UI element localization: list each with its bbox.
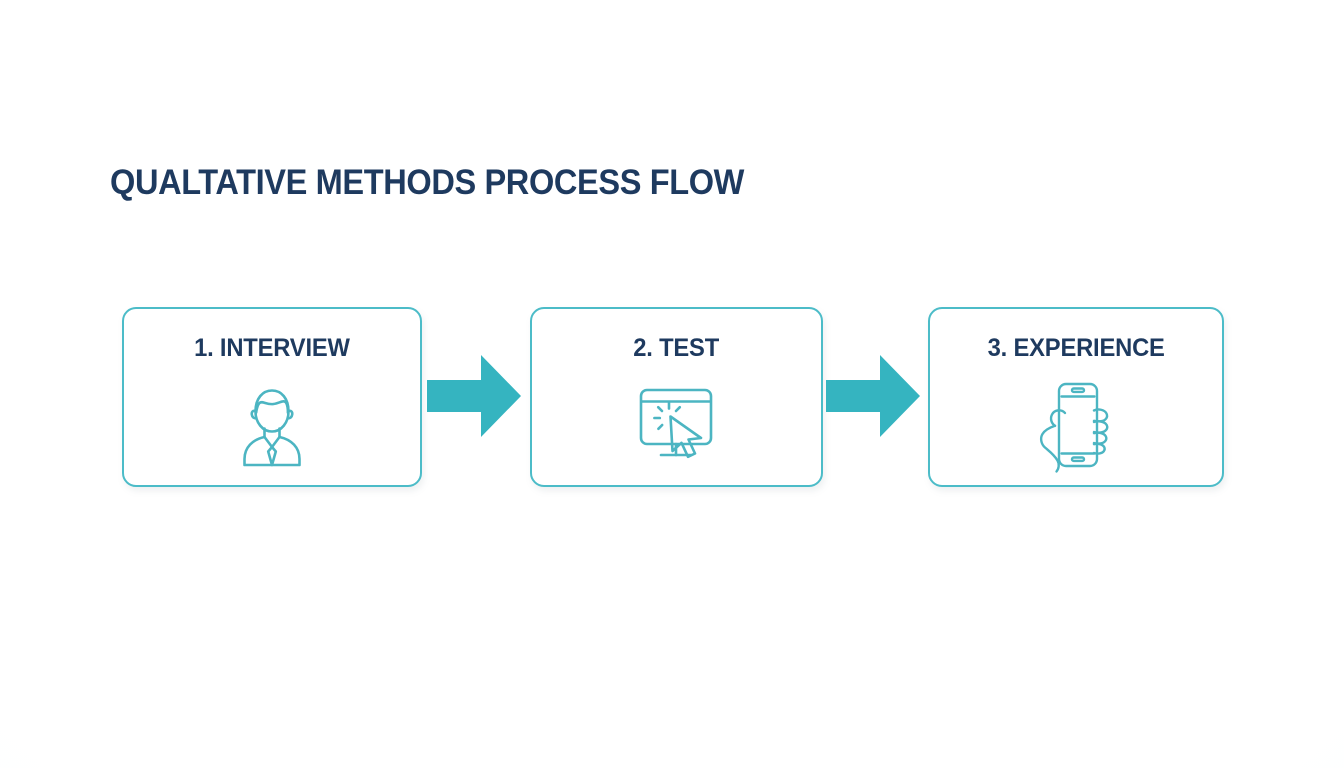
monitor-cursor-click-icon [532,377,821,477]
step-card-experience[interactable]: 3. EXPERIENCE [928,307,1224,487]
businessman-icon [124,377,420,477]
right-arrow-icon [826,352,922,440]
step-label-interview: 1. INTERVIEW [194,334,350,362]
process-flow-row: 1. INTERVIEW [122,307,1224,487]
step-card-interview[interactable]: 1. INTERVIEW [122,307,422,487]
hand-holding-smartphone-icon [930,377,1222,477]
step-label-test: 2. TEST [633,334,720,362]
step-card-test[interactable]: 2. TEST [530,307,823,487]
step-label-experience: 3. EXPERIENCE [987,334,1165,362]
page-title: QUALTATIVE METHODS PROCESS FLOW [110,163,745,202]
right-arrow-icon [427,352,523,440]
